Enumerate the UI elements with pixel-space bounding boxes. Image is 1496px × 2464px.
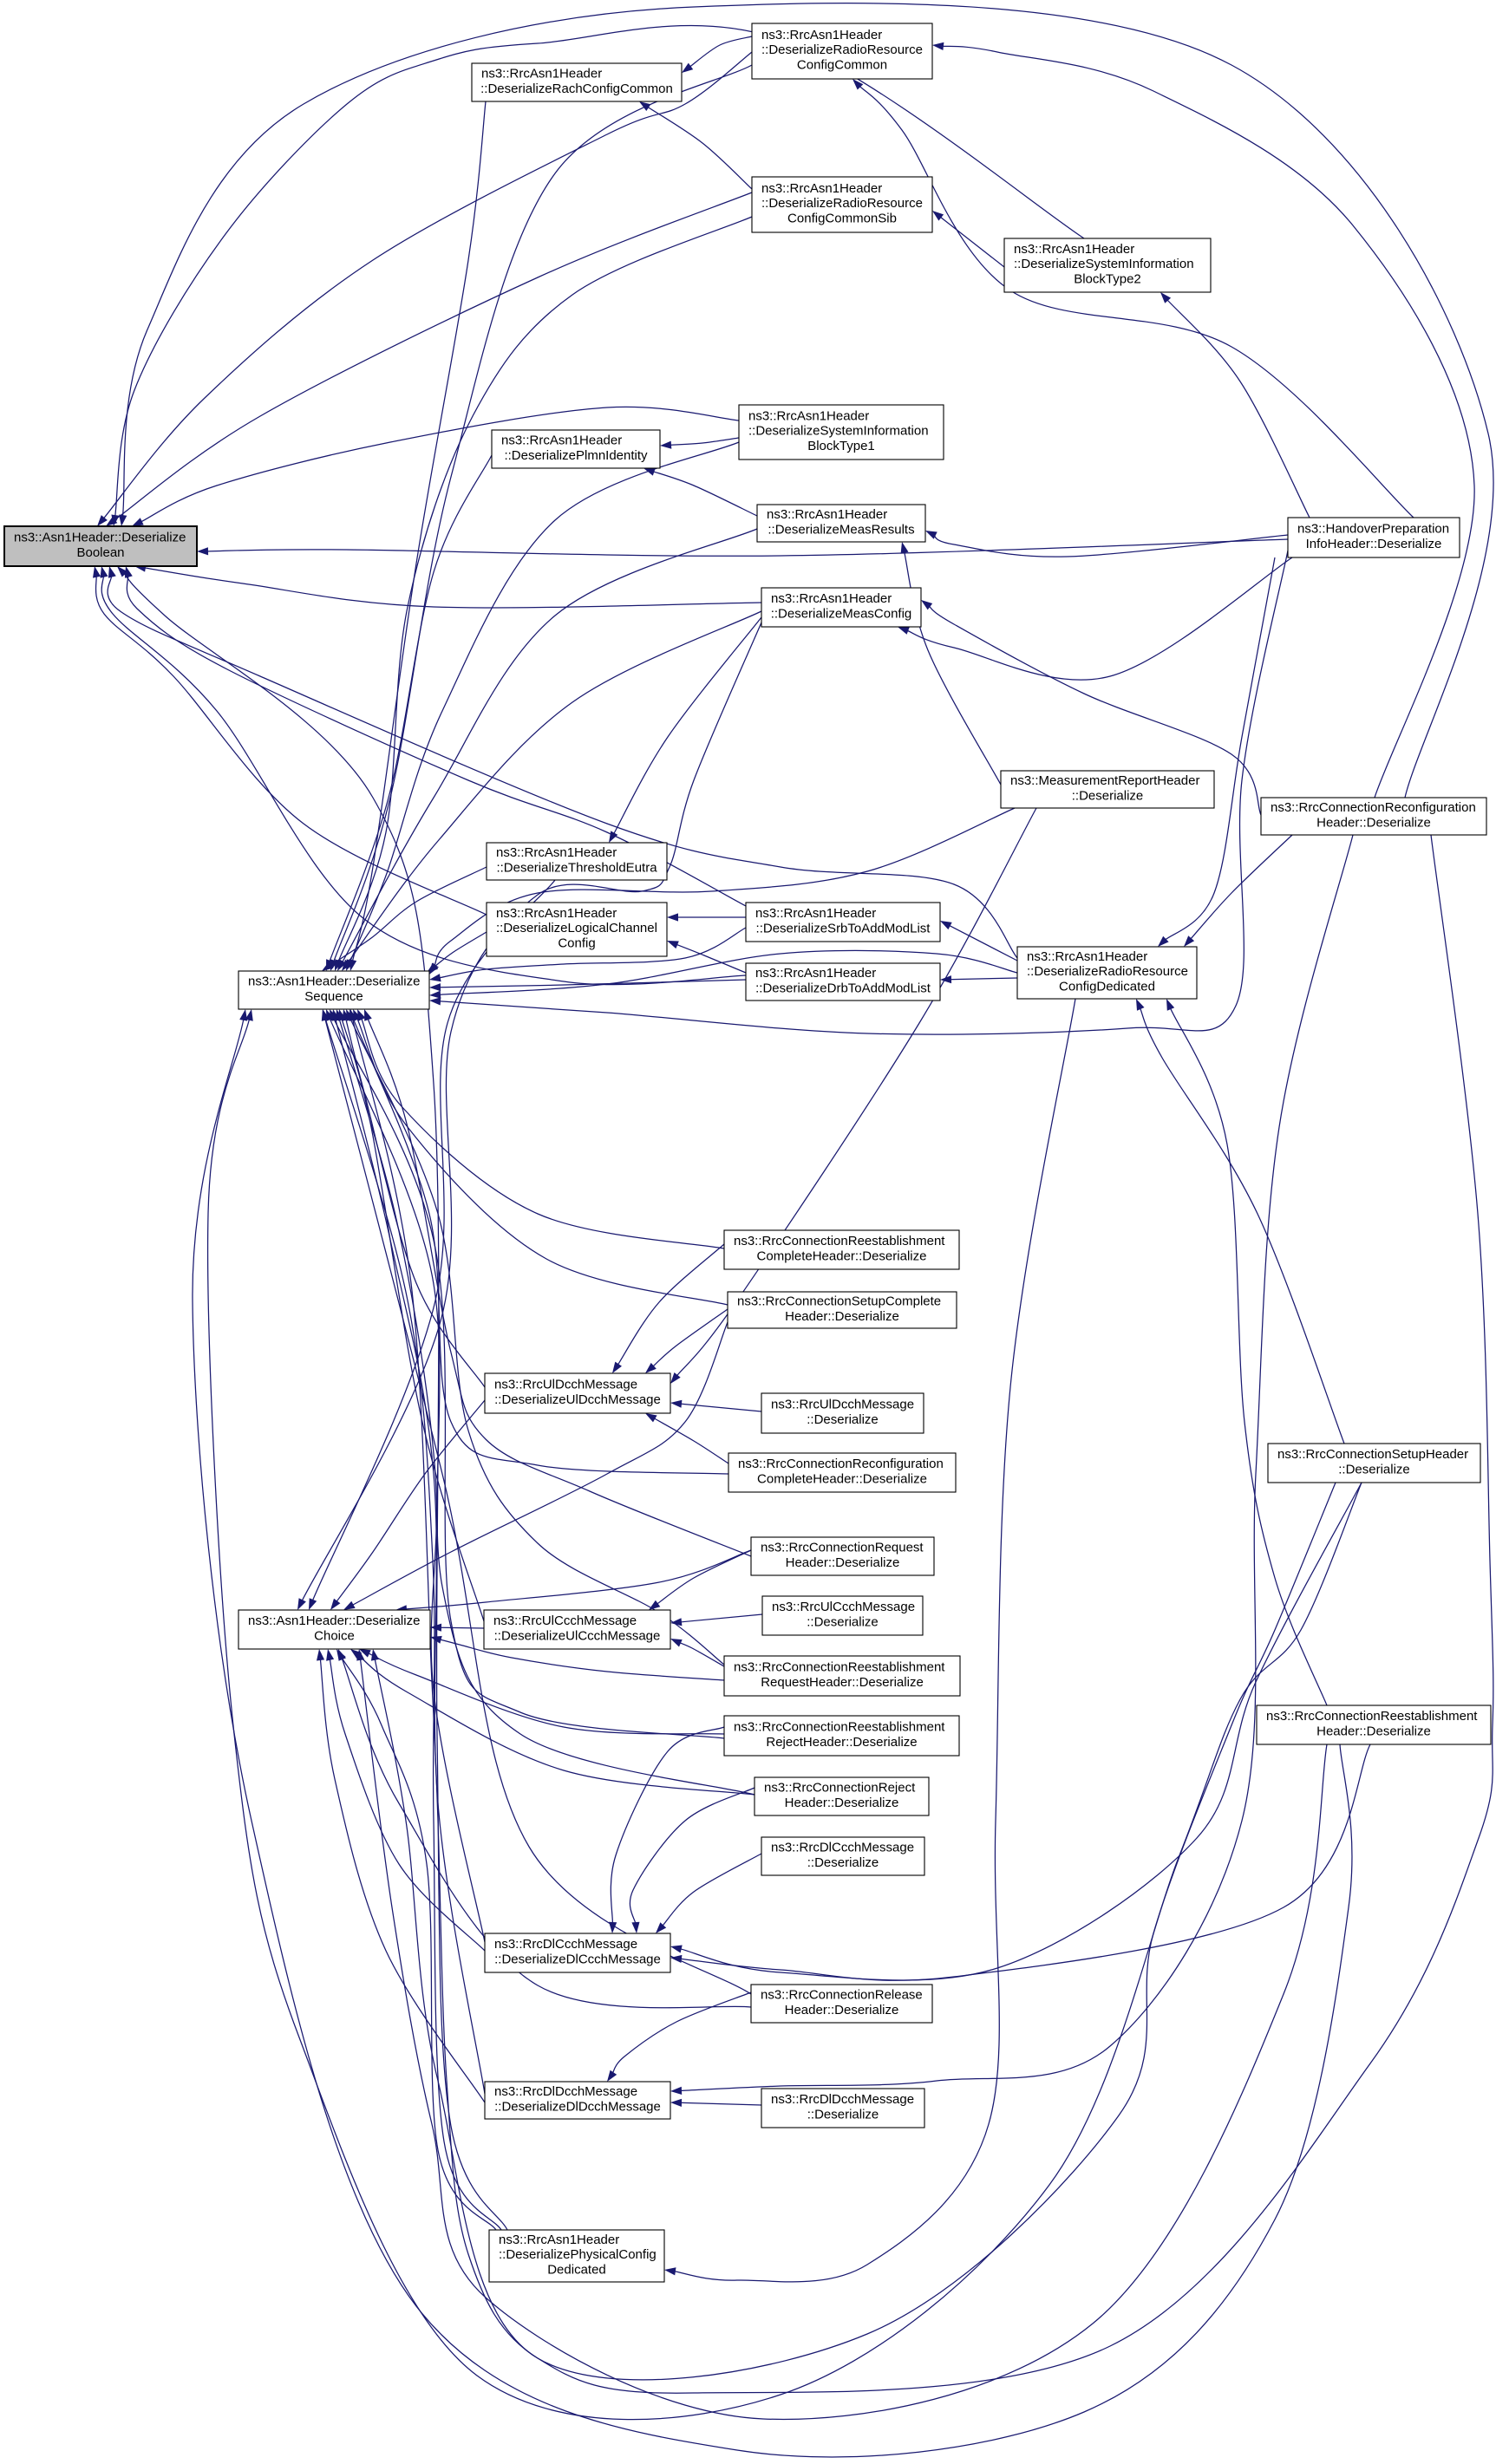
svg-text:::Deserialize: ::Deserialize: [1072, 788, 1144, 803]
svg-text:::Deserialize: ::Deserialize: [807, 2107, 879, 2122]
svg-text:ns3::RrcAsn1Header: ns3::RrcAsn1Header: [767, 507, 887, 522]
svg-text:ConfigCommonSib: ConfigCommonSib: [787, 211, 897, 225]
svg-text:Header::Deserialize: Header::Deserialize: [786, 1555, 900, 1570]
svg-text:Header::Deserialize: Header::Deserialize: [785, 1309, 899, 1324]
svg-text:ns3::RrcDlDcchMessage: ns3::RrcDlDcchMessage: [494, 2084, 637, 2099]
svg-text:ns3::RrcUlCcchMessage: ns3::RrcUlCcchMessage: [493, 1613, 637, 1628]
svg-text:Boolean: Boolean: [76, 545, 124, 560]
svg-text:ns3::RrcAsn1Header: ns3::RrcAsn1Header: [755, 906, 876, 921]
svg-text:ns3::Asn1Header::Deserialize: ns3::Asn1Header::Deserialize: [14, 531, 186, 545]
svg-text:BlockType1: BlockType1: [807, 439, 875, 453]
svg-text:ConfigCommon: ConfigCommon: [797, 57, 887, 72]
svg-text:InfoHeader::Deserialize: InfoHeader::Deserialize: [1306, 537, 1442, 551]
svg-text:::Deserialize: ::Deserialize: [807, 1614, 879, 1629]
svg-text:ns3::RrcDlDcchMessage: ns3::RrcDlDcchMessage: [771, 2092, 914, 2107]
svg-text:Config: Config: [558, 935, 595, 950]
svg-text:Dedicated: Dedicated: [547, 2262, 606, 2277]
svg-text:::DeserializeRachConfigCommon: ::DeserializeRachConfigCommon: [480, 81, 673, 96]
svg-text:ns3::RrcConnectionSetupHeader: ns3::RrcConnectionSetupHeader: [1277, 1447, 1468, 1462]
svg-text:ns3::RrcAsn1Header: ns3::RrcAsn1Header: [496, 845, 617, 860]
svg-text:::DeserializeSystemInformation: ::DeserializeSystemInformation: [1014, 257, 1194, 271]
svg-text:::DeserializeDlDcchMessage: ::DeserializeDlDcchMessage: [494, 2099, 661, 2114]
svg-text:ns3::RrcAsn1Header: ns3::RrcAsn1Header: [1014, 242, 1134, 257]
svg-text:ns3::RrcAsn1Header: ns3::RrcAsn1Header: [496, 906, 617, 921]
svg-text:::DeserializeDlCcchMessage: ::DeserializeDlCcchMessage: [494, 1952, 661, 1966]
svg-text:::DeserializePlmnIdentity: ::DeserializePlmnIdentity: [504, 448, 648, 463]
svg-text:ns3::RrcConnectionReconfigurat: ns3::RrcConnectionReconfiguration: [1271, 800, 1476, 815]
svg-text:ns3::RrcConnectionReestablishm: ns3::RrcConnectionReestablishment: [734, 1660, 945, 1675]
svg-text:::DeserializeSrbToAddModList: ::DeserializeSrbToAddModList: [756, 921, 931, 935]
svg-text:Header::Deserialize: Header::Deserialize: [785, 1796, 899, 1810]
svg-text:ns3::RrcConnectionReject: ns3::RrcConnectionReject: [764, 1781, 916, 1796]
svg-text:ns3::RrcAsn1Header: ns3::RrcAsn1Header: [748, 409, 869, 424]
svg-text:Choice: Choice: [314, 1628, 355, 1643]
svg-text:RejectHeader::Deserialize: RejectHeader::Deserialize: [766, 1735, 917, 1750]
svg-text:::DeserializeMeasResults: ::DeserializeMeasResults: [768, 522, 914, 537]
svg-text:ns3::RrcConnectionRelease: ns3::RrcConnectionRelease: [761, 1988, 923, 2003]
svg-text:ns3::RrcAsn1Header: ns3::RrcAsn1Header: [761, 181, 882, 196]
svg-text:Header::Deserialize: Header::Deserialize: [1316, 815, 1431, 830]
svg-text:ns3::RrcConnectionReestablishm: ns3::RrcConnectionReestablishment: [1266, 1709, 1478, 1724]
svg-text:::DeserializeUlDcchMessage: ::DeserializeUlDcchMessage: [494, 1392, 661, 1407]
svg-text:::Deserialize: ::Deserialize: [807, 1855, 879, 1870]
svg-text:ns3::RrcAsn1Header: ns3::RrcAsn1Header: [499, 2233, 619, 2247]
svg-text:ns3::RrcConnectionReestablishm: ns3::RrcConnectionReestablishment: [734, 1720, 945, 1735]
svg-text:ns3::Asn1Header::Deserialize: ns3::Asn1Header::Deserialize: [248, 975, 420, 989]
svg-text:CompleteHeader::Deserialize: CompleteHeader::Deserialize: [757, 1248, 927, 1263]
svg-text:ns3::RrcConnectionReestablishm: ns3::RrcConnectionReestablishment: [734, 1234, 945, 1248]
svg-text:ns3::RrcAsn1Header: ns3::RrcAsn1Header: [771, 591, 892, 606]
svg-text:RequestHeader::Deserialize: RequestHeader::Deserialize: [761, 1675, 924, 1690]
svg-text:ns3::RrcUlDcchMessage: ns3::RrcUlDcchMessage: [494, 1378, 637, 1392]
svg-text:::Deserialize: ::Deserialize: [807, 1412, 879, 1427]
svg-text:::DeserializeRadioResource: ::DeserializeRadioResource: [761, 196, 923, 211]
svg-text:ns3::RrcDlCcchMessage: ns3::RrcDlCcchMessage: [771, 1841, 914, 1855]
svg-text:::DeserializeMeasConfig: ::DeserializeMeasConfig: [771, 606, 912, 621]
svg-text:Header::Deserialize: Header::Deserialize: [1316, 1724, 1431, 1738]
svg-text:ns3::Asn1Header::Deserialize: ns3::Asn1Header::Deserialize: [248, 1613, 420, 1628]
svg-text:CompleteHeader::Deserialize: CompleteHeader::Deserialize: [757, 1471, 927, 1486]
svg-text:ns3::RrcAsn1Header: ns3::RrcAsn1Header: [755, 966, 876, 981]
svg-text:::DeserializeSystemInformation: ::DeserializeSystemInformation: [748, 424, 929, 439]
svg-text:ns3::RrcUlDcchMessage: ns3::RrcUlDcchMessage: [771, 1398, 914, 1412]
svg-text:ns3::RrcAsn1Header: ns3::RrcAsn1Header: [761, 28, 882, 42]
svg-text:ns3::RrcConnectionRequest: ns3::RrcConnectionRequest: [761, 1541, 924, 1555]
svg-text:::DeserializeDrbToAddModList: ::DeserializeDrbToAddModList: [755, 981, 931, 995]
svg-text:::Deserialize: ::Deserialize: [1338, 1462, 1410, 1476]
svg-text:BlockType2: BlockType2: [1074, 271, 1141, 286]
svg-text:Sequence: Sequence: [304, 989, 363, 1004]
svg-text:ns3::RrcDlCcchMessage: ns3::RrcDlCcchMessage: [494, 1937, 637, 1952]
svg-text:::DeserializeLogicalChannel: ::DeserializeLogicalChannel: [496, 921, 657, 935]
svg-text:::DeserializeThresholdEutra: ::DeserializeThresholdEutra: [496, 860, 657, 875]
svg-text:ConfigDedicated: ConfigDedicated: [1059, 979, 1155, 994]
svg-text:ns3::HandoverPreparation: ns3::HandoverPreparation: [1297, 522, 1449, 537]
svg-text:::DeserializePhysicalConfig: ::DeserializePhysicalConfig: [499, 2247, 657, 2262]
svg-text:ns3::RrcConnectionSetupComplet: ns3::RrcConnectionSetupComplete: [737, 1294, 941, 1309]
svg-text:::DeserializeRadioResource: ::DeserializeRadioResource: [761, 42, 923, 57]
svg-text:ns3::RrcAsn1Header: ns3::RrcAsn1Header: [481, 67, 602, 81]
svg-text:ns3::RrcConnectionReconfigurat: ns3::RrcConnectionReconfiguration: [738, 1457, 944, 1471]
svg-text:ns3::MeasurementReportHeader: ns3::MeasurementReportHeader: [1010, 773, 1199, 788]
svg-text:ns3::RrcAsn1Header: ns3::RrcAsn1Header: [1027, 949, 1147, 964]
svg-text:::DeserializeUlCcchMessage: ::DeserializeUlCcchMessage: [494, 1628, 661, 1643]
svg-text:::DeserializeRadioResource: ::DeserializeRadioResource: [1027, 964, 1188, 979]
svg-text:ns3::RrcAsn1Header: ns3::RrcAsn1Header: [501, 433, 622, 448]
svg-text:Header::Deserialize: Header::Deserialize: [785, 2003, 899, 2017]
svg-text:ns3::RrcUlCcchMessage: ns3::RrcUlCcchMessage: [772, 1600, 915, 1614]
